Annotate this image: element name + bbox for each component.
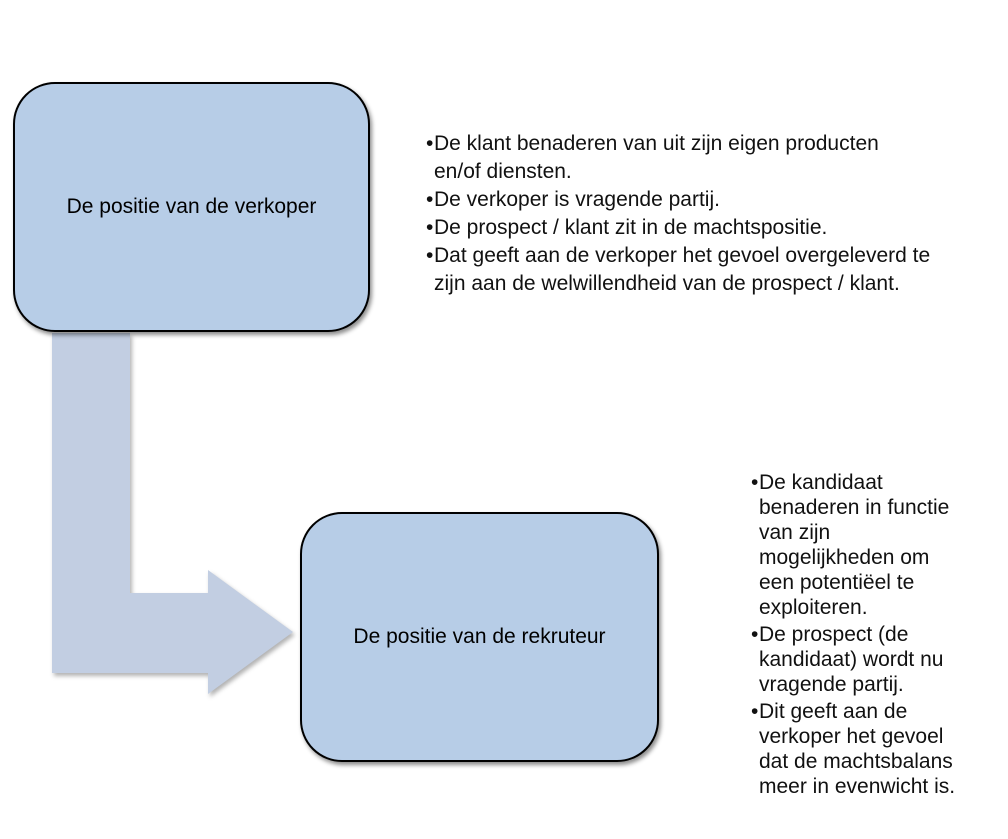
- note-line: dat de machtsbalans: [751, 749, 1008, 774]
- recruiter-notes-list: •De kandidaat benaderen in functie van z…: [751, 470, 1008, 799]
- note-line: •De klant benaderen van uit zijn eigen p…: [426, 130, 1008, 158]
- recruiter-box-label: De positie van de rekruteur: [353, 625, 606, 648]
- note-text: een potentiëel te: [759, 571, 915, 594]
- note-line: meer in evenwicht is.: [751, 774, 1008, 799]
- note-text: De verkoper is vragende partij.: [434, 188, 720, 211]
- note-line: •De verkoper is vragende partij.: [426, 186, 1008, 214]
- list-item: •De prospect / klant zit in de machtspos…: [426, 214, 1008, 242]
- note-text: verkoper het gevoel: [759, 725, 944, 748]
- note-line: en/of diensten.: [426, 158, 1008, 186]
- note-line: mogelijkheden om: [751, 545, 1008, 570]
- seller-box: De positie van de verkoper: [13, 82, 370, 332]
- bullet-icon: •: [426, 244, 434, 267]
- bullet-icon: •: [426, 188, 434, 211]
- note-line: van zijn: [751, 520, 1008, 545]
- note-line: kandidaat) wordt nu: [751, 647, 1008, 672]
- seller-box-label: De positie van de verkoper: [66, 195, 317, 218]
- note-line: zijn aan de welwillendheid van de prospe…: [426, 270, 1008, 298]
- note-line: benaderen in functie: [751, 495, 1008, 520]
- elbow-arrow-icon: [52, 333, 293, 694]
- note-text: dat de machtsbalans: [759, 750, 953, 773]
- list-item: •Dat geeft aan de verkoper het gevoel ov…: [426, 242, 1008, 298]
- note-text: van zijn: [759, 521, 831, 544]
- note-text: Dat geeft aan de verkoper het gevoel ove…: [434, 244, 931, 267]
- note-line: een potentiëel te: [751, 570, 1008, 595]
- list-item: •De verkoper is vragende partij.: [426, 186, 1008, 214]
- list-item: •De prospect (de kandidaat) wordt nu vra…: [751, 622, 1008, 697]
- list-item: •De kandidaat benaderen in functie van z…: [751, 470, 1008, 620]
- note-text: en/of diensten.: [434, 160, 572, 183]
- bullet-icon: •: [751, 700, 759, 723]
- bullet-icon: •: [426, 216, 434, 239]
- bullet-icon: •: [751, 471, 759, 494]
- note-text: Dit geeft aan de: [759, 700, 908, 723]
- note-line: •De kandidaat: [751, 470, 1008, 495]
- recruiter-box: De positie van de rekruteur: [300, 512, 659, 762]
- note-text: exploiteren.: [759, 596, 868, 619]
- note-text: De kandidaat: [759, 471, 883, 494]
- note-text: De prospect (de: [759, 623, 909, 646]
- note-line: •De prospect (de: [751, 622, 1008, 647]
- list-item: •Dit geeft aan de verkoper het gevoel da…: [751, 699, 1008, 799]
- note-text: vragende partij.: [759, 673, 904, 696]
- bullet-icon: •: [751, 623, 759, 646]
- note-text: De klant benaderen van uit zijn eigen pr…: [434, 132, 879, 155]
- note-line: •Dit geeft aan de: [751, 699, 1008, 724]
- note-line: verkoper het gevoel: [751, 724, 1008, 749]
- seller-notes-list: •De klant benaderen van uit zijn eigen p…: [426, 130, 1008, 298]
- note-text: kandidaat) wordt nu: [759, 648, 944, 671]
- note-text: benaderen in functie: [759, 496, 950, 519]
- note-line: •De prospect / klant zit in de machtspos…: [426, 214, 1008, 242]
- note-text: zijn aan de welwillendheid van de prospe…: [434, 272, 900, 295]
- note-text: De prospect / klant zit in de machtsposi…: [434, 216, 828, 239]
- note-text: mogelijkheden om: [759, 546, 930, 569]
- note-line: vragende partij.: [751, 672, 1008, 697]
- note-line: exploiteren.: [751, 595, 1008, 620]
- bullet-icon: •: [426, 132, 434, 155]
- note-text: meer in evenwicht is.: [759, 775, 956, 798]
- list-item: •De klant benaderen van uit zijn eigen p…: [426, 130, 1008, 186]
- note-line: •Dat geeft aan de verkoper het gevoel ov…: [426, 242, 1008, 270]
